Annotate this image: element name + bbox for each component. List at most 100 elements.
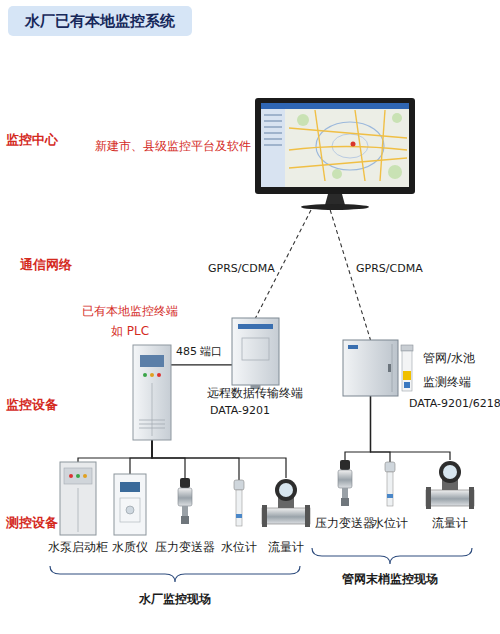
device-quality: 水质仪 bbox=[114, 474, 146, 535]
device-monitor: 新建市、县级监控平台及软件 bbox=[255, 98, 415, 210]
analyzer-cabinet bbox=[114, 474, 146, 535]
layer-label: 监控中心 bbox=[6, 132, 86, 148]
device-illustration bbox=[232, 318, 279, 385]
box-door bbox=[392, 344, 393, 392]
device-illustration bbox=[336, 460, 354, 506]
indicator-light bbox=[150, 373, 154, 377]
device-illustration bbox=[426, 460, 474, 512]
node-label: 压力变送器 bbox=[145, 540, 225, 556]
monitor-stand bbox=[325, 194, 345, 205]
map-marker bbox=[351, 142, 356, 147]
sensor-neck bbox=[182, 506, 188, 516]
sidebar-item bbox=[264, 114, 282, 116]
sidebar-item bbox=[264, 120, 282, 122]
wired-link bbox=[130, 440, 152, 474]
indicator-light bbox=[157, 373, 161, 377]
device-plc: 已有本地监控终端 如 PLC bbox=[133, 345, 171, 440]
analyzer-knob bbox=[126, 506, 134, 514]
connector-label: GPRS/CDMA bbox=[208, 262, 275, 276]
map-park bbox=[332, 169, 342, 179]
wired-link bbox=[152, 440, 185, 478]
map-road bbox=[289, 147, 407, 151]
device-illustration bbox=[233, 480, 245, 526]
wired-link bbox=[152, 440, 239, 480]
map-park bbox=[297, 114, 309, 126]
pipe-body bbox=[262, 508, 310, 524]
analyzer-panel bbox=[120, 498, 140, 522]
plc-screen bbox=[140, 355, 164, 367]
map-park bbox=[388, 165, 402, 179]
brace bbox=[50, 566, 300, 582]
sensor-thread bbox=[341, 498, 349, 506]
meter-head bbox=[439, 461, 461, 483]
terminal-label bbox=[348, 345, 358, 349]
node-label: DATA-9201 bbox=[210, 404, 320, 419]
device-illustration bbox=[262, 478, 310, 530]
device-illustration bbox=[176, 478, 194, 524]
indicator-light bbox=[143, 373, 147, 377]
indicator-light bbox=[69, 474, 73, 478]
water-sensor-illustration bbox=[401, 345, 413, 391]
sensor-cap bbox=[340, 460, 350, 470]
device-pump: 水泵启动柜 bbox=[60, 462, 96, 535]
node-label: DATA-9201/6218 bbox=[409, 397, 500, 412]
monitor-screen bbox=[261, 103, 409, 187]
connector-label: GPRS/CDMA bbox=[356, 262, 423, 276]
probe-cap bbox=[385, 462, 395, 472]
map-road bbox=[289, 158, 407, 168]
sidebar-item bbox=[264, 138, 282, 140]
cabinet-vent bbox=[139, 420, 165, 421]
probe-band bbox=[236, 514, 242, 518]
node-label: 已有本地监控终端 如 PLC bbox=[75, 301, 185, 341]
layer-label: 测控设备 bbox=[6, 515, 86, 531]
pipe-flange bbox=[469, 487, 474, 509]
device-illustration bbox=[133, 345, 171, 440]
node-label: 流量计 bbox=[410, 516, 490, 532]
layer-label: 监控设备 bbox=[6, 397, 86, 413]
device-illustration bbox=[384, 462, 396, 506]
cabinet-vent bbox=[139, 424, 165, 425]
device-illustration bbox=[255, 98, 415, 210]
device-rtu: 远程数据传输终端DATA-9201 bbox=[232, 318, 279, 385]
sensor-cap bbox=[180, 478, 190, 488]
terminal-label bbox=[238, 324, 273, 329]
indicator-light bbox=[76, 474, 80, 478]
meter-display bbox=[279, 483, 293, 497]
control-panel bbox=[64, 468, 92, 484]
node-label: 水位计 bbox=[199, 540, 279, 556]
device-level: 水位计 bbox=[384, 462, 396, 506]
monitor-base bbox=[301, 204, 369, 210]
pump-cabinet bbox=[60, 462, 96, 535]
sensor-cap bbox=[401, 345, 413, 351]
site-label: 水厂监控现场 bbox=[105, 592, 245, 608]
map-road bbox=[289, 128, 407, 138]
analyzer-screen bbox=[120, 482, 140, 492]
device-flow: 流量计 bbox=[262, 478, 310, 530]
sensor-body bbox=[402, 351, 412, 391]
device-box: 管网/水池 监测终端DATA-9201/6218 bbox=[343, 340, 398, 396]
pipe-flange bbox=[305, 505, 310, 527]
sensor-thread bbox=[181, 516, 189, 524]
brace bbox=[312, 548, 472, 564]
probe-band bbox=[387, 494, 393, 498]
device-pressure: 压力变送器 bbox=[176, 478, 194, 524]
map-road bbox=[355, 110, 365, 181]
map-park bbox=[392, 113, 402, 123]
probe-rod bbox=[387, 472, 393, 506]
cabinet-door bbox=[78, 488, 79, 532]
sensor-body bbox=[178, 488, 192, 506]
wired-link bbox=[152, 440, 286, 478]
meter-display bbox=[443, 465, 457, 479]
pipe-flange bbox=[262, 505, 267, 527]
screen-header bbox=[261, 103, 409, 109]
device-level: 水位计 bbox=[233, 480, 245, 526]
probe-rod bbox=[236, 490, 242, 526]
layer-label: 通信网络 bbox=[20, 257, 100, 273]
sensor-band bbox=[403, 371, 411, 380]
terminal-box bbox=[343, 340, 398, 396]
indicator-light bbox=[83, 474, 87, 478]
terminal-box bbox=[232, 318, 279, 385]
map-road bbox=[315, 110, 325, 181]
